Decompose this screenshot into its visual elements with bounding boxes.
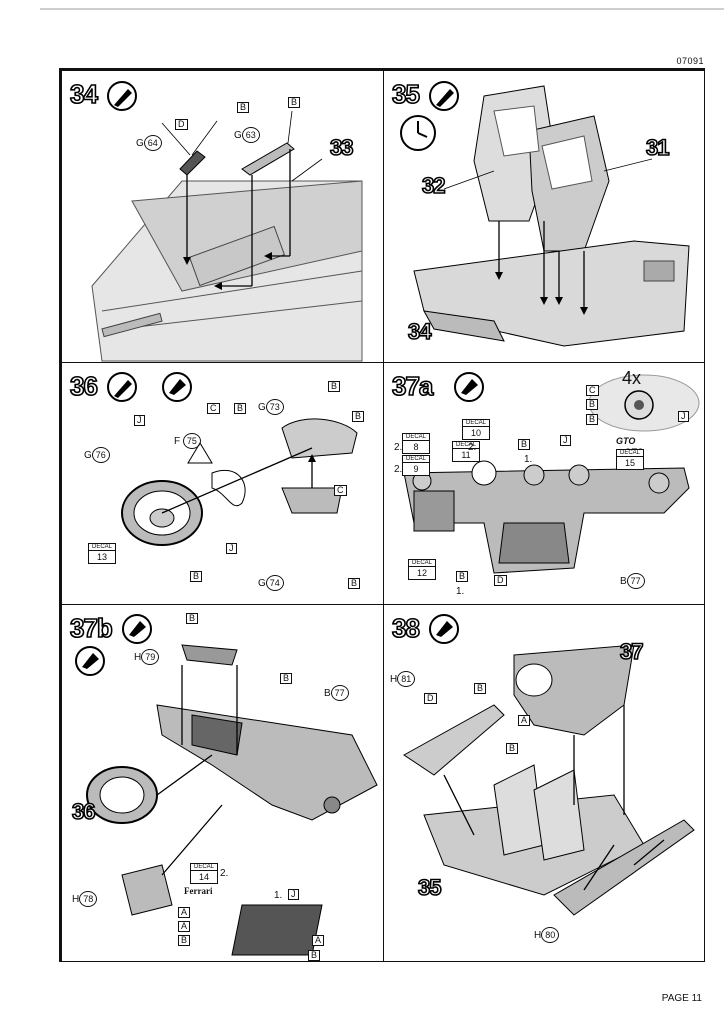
step-number: 34	[69, 79, 99, 109]
page-number: PAGE 11	[661, 993, 702, 1004]
paint-b-tag-2: B	[506, 743, 519, 754]
step-1-marker-b: 1.	[456, 586, 465, 597]
paint-b-tag: B	[234, 403, 247, 414]
step-number: 35	[391, 79, 421, 109]
paint-a-tag: A	[518, 715, 531, 726]
paint-b-tag-3: B	[178, 935, 191, 946]
paint-j-tag-2: J	[226, 543, 237, 554]
reference-37: 37	[619, 639, 644, 664]
paint-a-tag: A	[178, 907, 191, 918]
step-1-marker: 1.	[524, 454, 533, 465]
paint-b-tag-2: B	[328, 381, 341, 392]
paint-c-tag: C	[207, 403, 220, 414]
paint-b-tag: B	[586, 399, 599, 410]
paint-b-tag-2: B	[280, 673, 293, 684]
paint-b-tag-5: B	[348, 578, 361, 589]
paint-j-tag: J	[134, 415, 145, 426]
paint-c-tag: C	[586, 385, 599, 396]
paint-b-tag-3: B	[352, 411, 365, 422]
reference-33: 33	[329, 135, 354, 160]
paint-b-tag-4: B	[308, 950, 321, 961]
paint-b-tag-1: B	[237, 102, 250, 113]
reference-34: 34	[407, 319, 432, 344]
reference-36: 36	[71, 799, 96, 824]
step-number: 37b	[69, 613, 113, 643]
interior-assembly-illustration	[403, 614, 695, 916]
paint-j-tag: J	[288, 889, 299, 900]
step-2-marker: 2.	[394, 442, 403, 453]
dashboard-assembly-illustration	[75, 614, 378, 956]
paint-c-tag-2: C	[334, 485, 347, 496]
reference-35: 35	[417, 875, 442, 900]
gto-badge: GTO	[616, 436, 636, 446]
paint-b-tag-4: B	[456, 571, 469, 582]
reference-31: 31	[645, 135, 670, 160]
reference-32: 32	[421, 173, 446, 198]
paint-a-tag-3: A	[312, 935, 325, 946]
paint-brush-icon	[91, 81, 363, 362]
top-rule	[40, 8, 724, 10]
dashboard-illustration: GTO	[403, 372, 700, 574]
step-number: 38	[391, 613, 421, 643]
paint-d-tag: D	[494, 575, 507, 586]
step-35-panel: 35 32 3	[383, 70, 705, 364]
paint-b-tag-2: B	[586, 414, 599, 425]
paint-d-tag: D	[175, 119, 188, 130]
paint-b-tag-3: B	[518, 439, 531, 450]
paint-j-tag-2: J	[560, 435, 571, 446]
paint-j-tag: J	[678, 411, 689, 422]
step-1-marker: 1.	[274, 890, 283, 901]
paint-b-tag: B	[474, 683, 487, 694]
paint-b-tag: B	[186, 613, 199, 624]
paint-b-tag-4: B	[190, 571, 203, 582]
steering-wheel-illustration	[107, 372, 358, 546]
document-code: 07091	[676, 56, 704, 66]
step-2-marker: 2.	[220, 868, 229, 879]
step-number: 37a	[391, 371, 434, 401]
part-f75-label: F 75	[174, 433, 201, 449]
seats-assembly-illustration	[400, 81, 690, 347]
step-2-marker-b: 2.	[394, 464, 403, 475]
step-number: 36	[69, 371, 99, 401]
warning-triangle-icon	[187, 442, 213, 464]
paint-a-tag-2: A	[178, 921, 191, 932]
step-2-marker-c: 2.	[468, 442, 477, 453]
ferrari-decal-text: Ferrari	[184, 886, 213, 896]
paint-d-tag: D	[424, 693, 437, 704]
paint-b-tag-2: B	[288, 97, 301, 108]
count-4x: 4x	[622, 368, 642, 388]
